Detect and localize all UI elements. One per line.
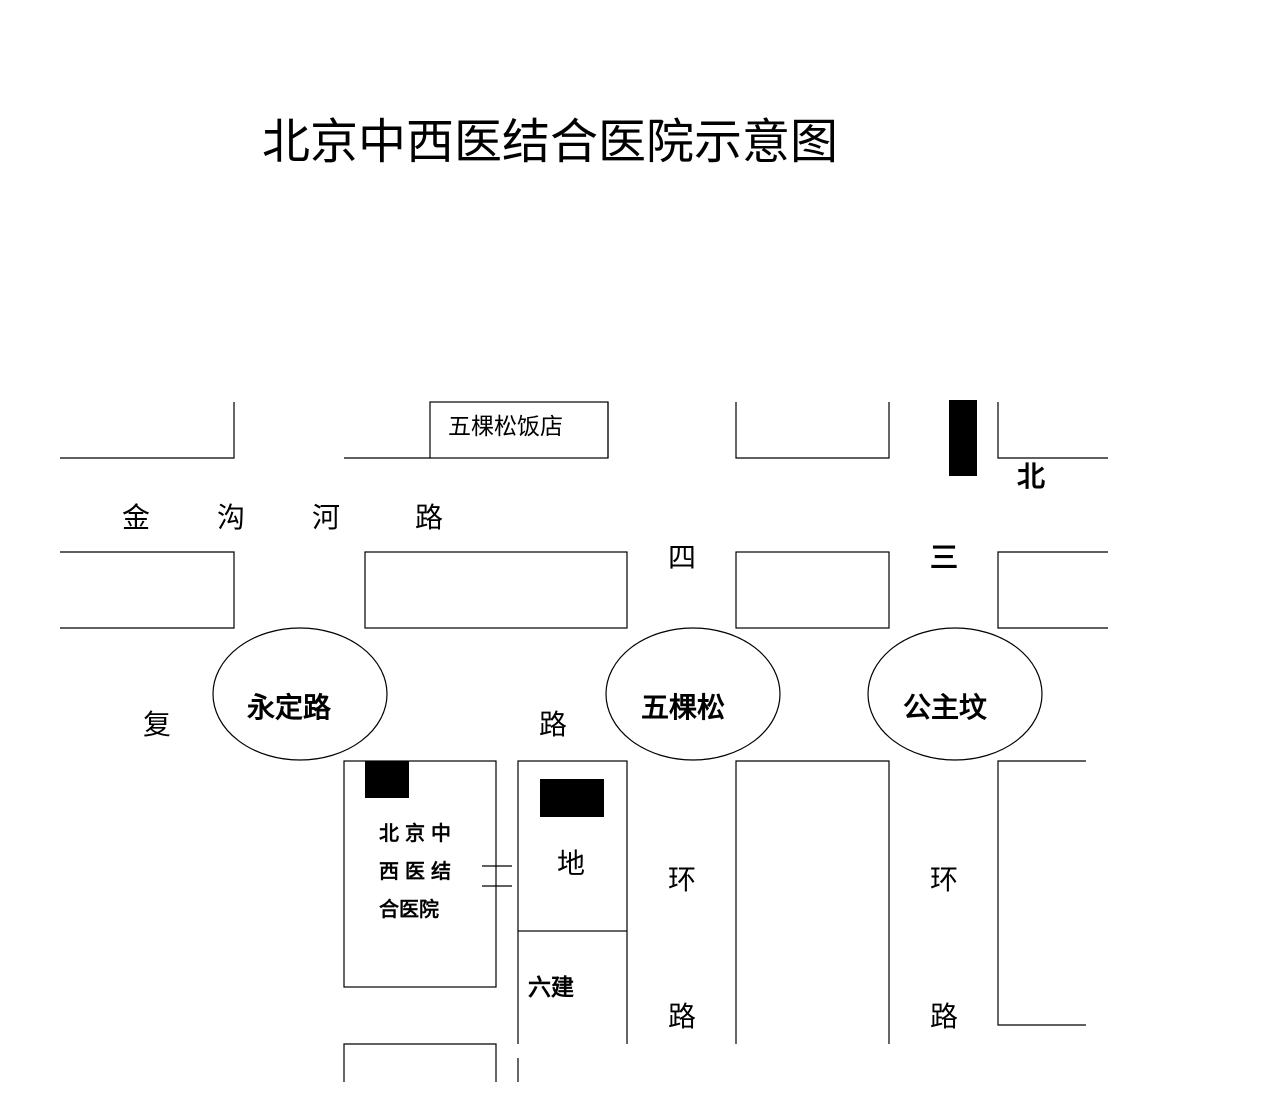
road-4th-ring-3: 路 xyxy=(668,1000,697,1033)
road-jingouhe-2: 沟 xyxy=(217,501,246,534)
road-jingouhe-4: 路 xyxy=(415,501,444,534)
marker-subway xyxy=(540,779,604,817)
roundabout-wukesong xyxy=(605,627,781,761)
block-bottom-left xyxy=(343,1043,497,1082)
road-3rd-ring-1: 北 xyxy=(1017,460,1046,493)
road-3rd-ring-3: 环 xyxy=(930,863,959,896)
road-fu: 复 xyxy=(143,708,172,741)
block-top-right-edge xyxy=(997,402,1108,459)
roundabout-yongdinglu xyxy=(212,627,388,761)
road-3rd-ring-2: 三 xyxy=(930,541,959,574)
road-4th-ring-1: 四 xyxy=(668,541,697,574)
subway-block xyxy=(517,760,628,932)
block-mid-between-rings xyxy=(735,551,890,629)
hospital-label-line3: 合医院 xyxy=(379,897,439,921)
road-lu: 路 xyxy=(539,708,568,741)
marker-hospital xyxy=(365,761,409,798)
roundabout-gongzhufen xyxy=(867,627,1043,761)
liujian-label: 六建 xyxy=(528,975,574,1001)
subway-label: 地 xyxy=(557,847,586,880)
block-mid-center xyxy=(364,551,628,629)
roundabout-label-wukesong: 五棵松 xyxy=(641,691,726,724)
block-mid-right xyxy=(997,551,1108,629)
block-top-left xyxy=(60,402,235,459)
roundabout-label-gongzhufen: 公主坟 xyxy=(903,691,988,724)
hospital-label-line2: 西医结 xyxy=(379,859,457,883)
page-title: 北京中西医结合医院示意图 xyxy=(262,114,839,170)
road-jingouhe-1: 金 xyxy=(122,501,151,534)
hospital-block xyxy=(343,760,497,988)
block-bottom-right xyxy=(997,760,1086,1026)
block-bottom-between-rings xyxy=(735,760,890,1044)
block-mid-left xyxy=(60,551,235,629)
block-top-center xyxy=(735,402,890,459)
road-3rd-ring-4: 路 xyxy=(930,1000,959,1033)
hotel-label: 五棵松饭店 xyxy=(448,414,563,440)
roundabout-label-yongdinglu: 永定路 xyxy=(247,691,332,724)
road-4th-ring-2: 环 xyxy=(668,863,697,896)
road-jingouhe-3: 河 xyxy=(312,501,341,534)
marker-north-3rd-ring xyxy=(949,400,977,476)
hospital-label-line1: 北京中 xyxy=(379,821,457,845)
